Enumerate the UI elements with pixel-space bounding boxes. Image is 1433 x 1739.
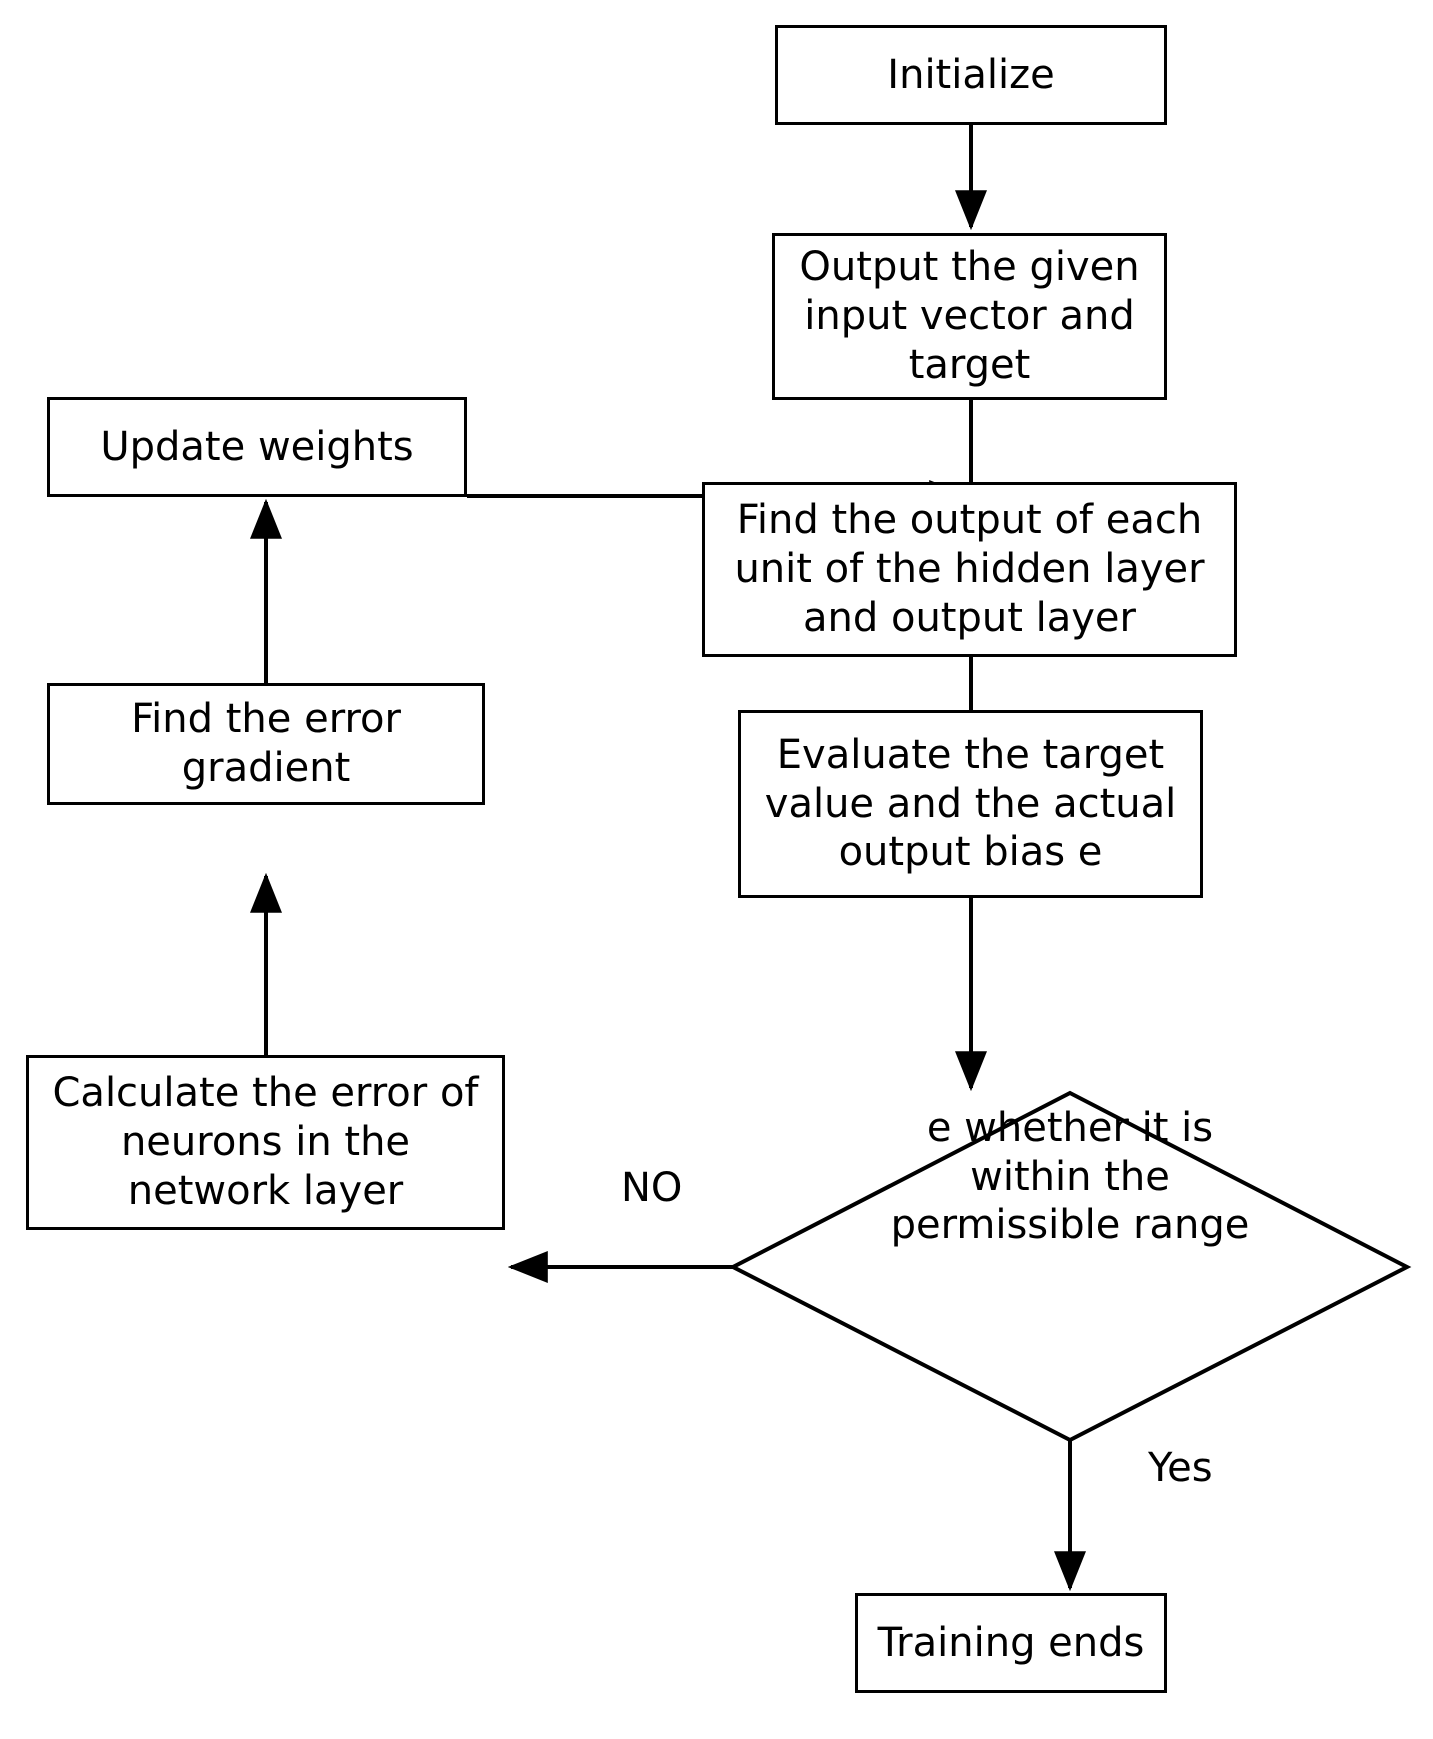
node-training-ends[interactable]: Training ends — [855, 1593, 1167, 1693]
node-find-output-of-each-unit[interactable]: Find the output of each unit of the hidd… — [702, 482, 1237, 657]
node-decision-error-within-permissible-range[interactable]: e whether it is within the permissible r… — [890, 1104, 1250, 1249]
edge-label-no: NO — [621, 1165, 683, 1211]
edge-label-yes: Yes — [1148, 1445, 1213, 1491]
node-output-given-input-vector-and-target[interactable]: Output the given input vector and target — [772, 233, 1167, 400]
node-find-error-gradient[interactable]: Find the error gradient — [47, 683, 485, 805]
node-initialize[interactable]: Initialize — [775, 25, 1167, 125]
node-update-weights[interactable]: Update weights — [47, 397, 467, 497]
node-evaluate-target-and-actual-output-bias[interactable]: Evaluate the target value and the actual… — [738, 710, 1203, 898]
node-calculate-error-of-neurons[interactable]: Calculate the error of neurons in the ne… — [26, 1055, 505, 1230]
